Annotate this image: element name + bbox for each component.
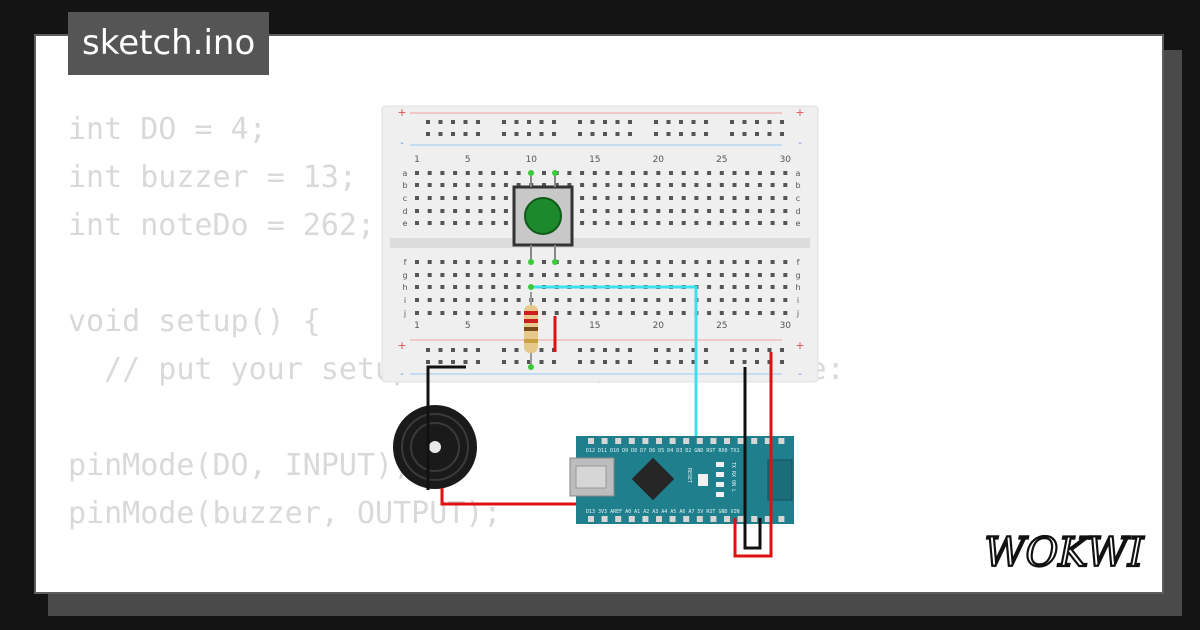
breadboard-rail-lines (410, 112, 782, 375)
buzzer[interactable] (393, 405, 477, 489)
breadboard[interactable]: 115510101515202025253030aabbccddeeffgghh… (381, 105, 819, 383)
wokwi-logo: WOKWI (983, 529, 1146, 574)
nano-led-labels: TX RX ON L (730, 462, 736, 492)
breadboard-column-number: 25 (716, 155, 727, 165)
push-button[interactable] (512, 170, 574, 370)
nano-reset-label: RESET (686, 468, 692, 483)
button-cap[interactable] (524, 197, 562, 235)
breadboard-row-letter: c (796, 194, 800, 203)
breadboard-column-number: 1 (414, 321, 420, 331)
breadboard-row-letter: a (796, 169, 801, 178)
rail-plus-label: + (397, 339, 406, 352)
code-line: int DO = 4; (68, 112, 267, 147)
cyan-wire[interactable] (531, 285, 698, 440)
breadboard-row-letter: j (403, 309, 406, 318)
code-line: pinMode(buzzer, OUTPUT); (68, 496, 502, 531)
code-line: int buzzer = 13; (68, 160, 357, 195)
resistor[interactable] (524, 292, 538, 368)
code-line: pinMode(DO, INPUT); (68, 448, 412, 483)
breadboard-row-letter: g (402, 271, 407, 280)
breadboard-column-number: 15 (589, 321, 600, 331)
svg-text:WOKWI: WOKWI (984, 530, 1144, 574)
breadboard-row-letter: a (403, 169, 408, 178)
buzzer-black-wire[interactable] (426, 365, 466, 490)
nano-pin-headers (588, 438, 785, 522)
rail-minus-label: - (400, 138, 404, 149)
breadboard-row-letter: d (795, 207, 800, 216)
arduino-nano[interactable]: D12 D11 D10 D9 D8 D7 D6 D5 D4 D3 D2 GND … (569, 436, 794, 524)
breadboard-row-letter: i (404, 296, 406, 305)
breadboard-row-letter: f (797, 258, 800, 267)
rail-plus-label: + (795, 106, 804, 119)
rail-minus-label: - (798, 138, 802, 149)
breadboard-row-letter: e (403, 219, 408, 228)
code-line: int noteDo = 262; (68, 208, 376, 243)
code-line: void setup() { (68, 304, 321, 339)
breadboard-column-number: 20 (653, 321, 665, 331)
breadboard-row-letter: d (402, 207, 407, 216)
gnd-black-wire[interactable] (743, 367, 762, 550)
rail-minus-label: - (798, 369, 802, 380)
breadboard-column-number: 20 (653, 155, 665, 165)
breadboard-row-letter: c (403, 194, 407, 203)
breadboard-column-number: 30 (780, 321, 792, 331)
sketch-filename-tab: sketch.ino (68, 12, 270, 75)
nano-bottom-pin-labels: D13 3V3 AREF A0 A1 A2 A3 A4 A5 A6 A7 5V … (586, 509, 740, 515)
breadboard-row-letter: h (402, 283, 407, 292)
breadboard-row-letter: h (795, 283, 800, 292)
breadboard-column-number: 5 (465, 155, 471, 165)
nano-top-pin-labels: D12 D11 D10 D9 D8 D7 D6 D5 D4 D3 D2 GND … (586, 448, 740, 454)
breadboard-row-letter: f (404, 258, 407, 267)
breadboard-row-letter: j (796, 309, 799, 318)
breadboard-row-letter: g (795, 271, 800, 280)
breadboard-column-number: 1 (414, 155, 420, 165)
breadboard-column-number: 15 (589, 155, 600, 165)
breadboard-row-letter: e (796, 219, 801, 228)
breadboard-column-number: 30 (780, 155, 792, 165)
rail-minus-label: - (400, 369, 404, 380)
breadboard-row-letter: i (797, 296, 799, 305)
rail-plus-label: + (795, 339, 804, 352)
rail-plus-label: + (397, 106, 406, 119)
vin-red-wire[interactable] (733, 352, 773, 558)
breadboard-column-number: 10 (526, 155, 538, 165)
breadboard-column-number: 25 (716, 321, 727, 331)
breadboard-row-letter: b (402, 181, 407, 190)
breadboard-column-number: 5 (465, 321, 471, 331)
breadboard-row-letter: b (795, 181, 800, 190)
